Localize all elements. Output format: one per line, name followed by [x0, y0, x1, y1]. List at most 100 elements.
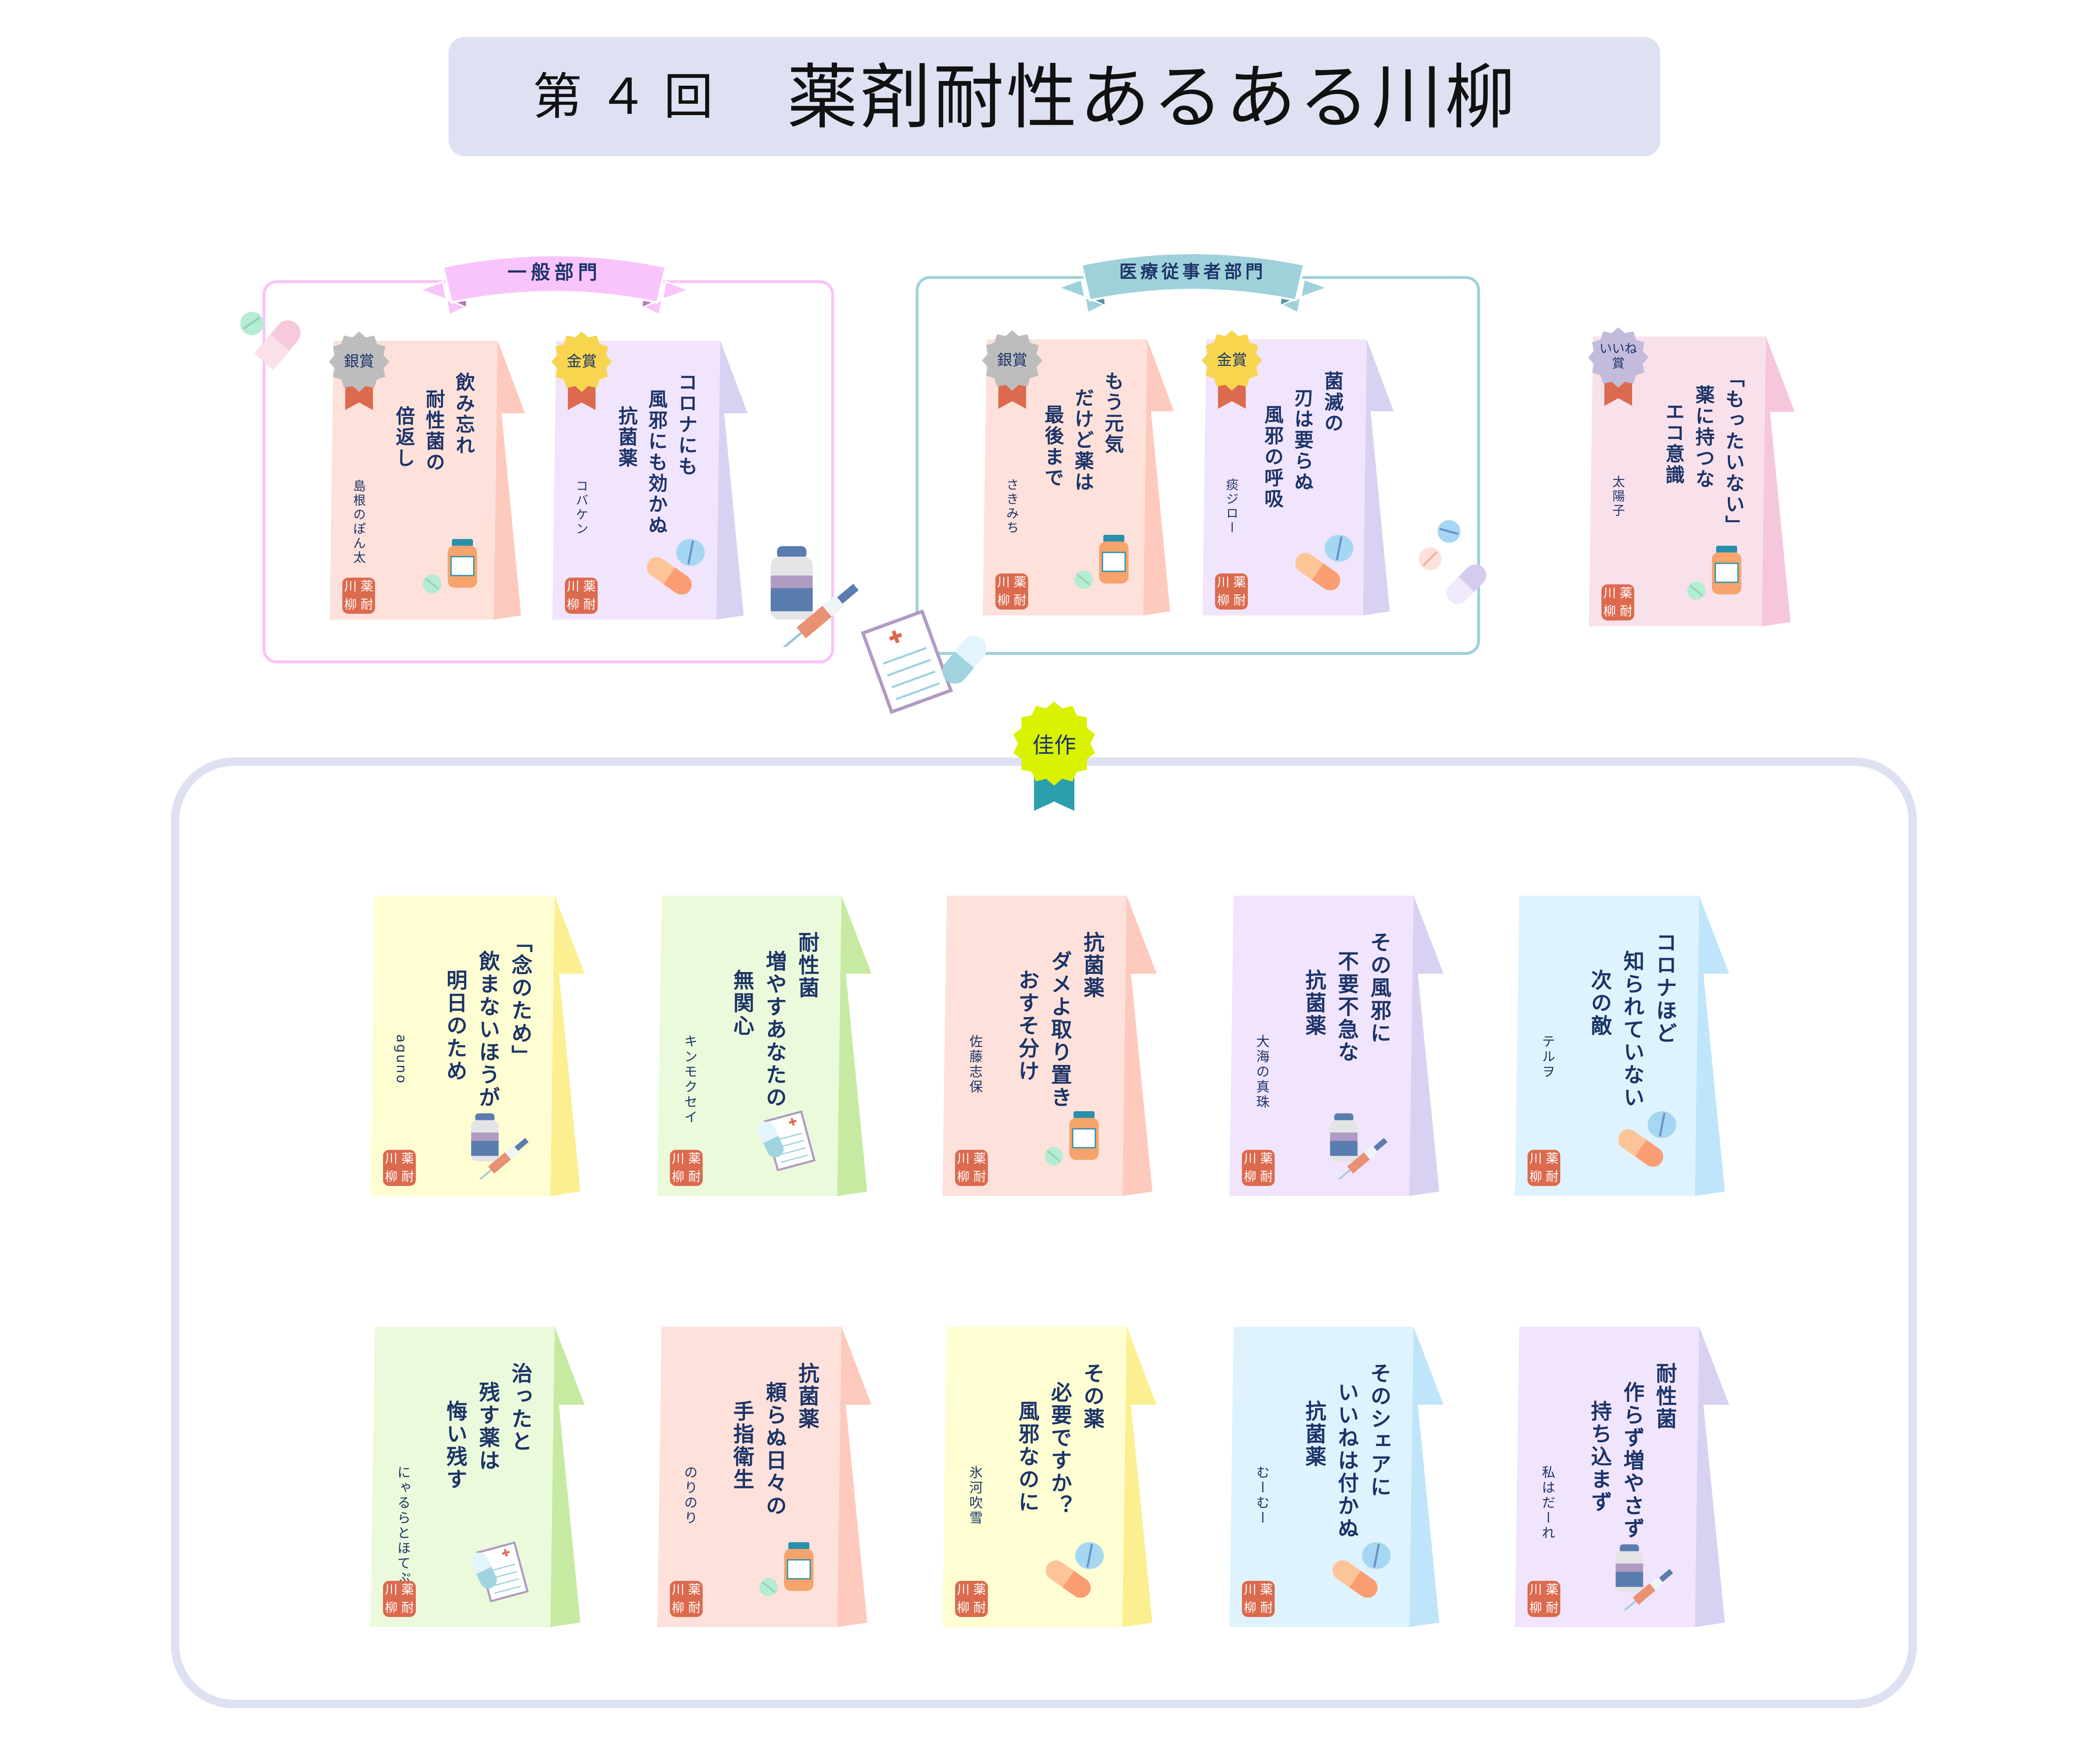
- rosette-icon: [329, 331, 389, 410]
- rosette-icon: [551, 331, 612, 410]
- ribbon-banner-icon: [1058, 252, 1327, 314]
- page-title: 薬剤耐性あるある川柳: [787, 56, 1518, 139]
- honorable-card: 抗菌薬頼らぬ日々の手指衛生のりのり川薬柳耐: [657, 1327, 872, 1627]
- senryu-poem: 抗菌薬頼らぬ日々の手指衛生: [726, 1362, 824, 1517]
- poem-line: 手指衛生: [730, 1400, 754, 1491]
- poem-line: 菌滅の: [1321, 371, 1344, 434]
- senryu-stamp: 川薬柳耐: [955, 1581, 988, 1617]
- stamp-char: 耐: [688, 1169, 701, 1184]
- stamp-char: 柳: [385, 1600, 398, 1615]
- senryu-poem: 菌滅の刃は要らぬ風邪の呼吸: [1257, 371, 1347, 510]
- stamp-char: 柳: [567, 597, 580, 612]
- stamp-char: 耐: [973, 1600, 986, 1615]
- poem-line: 最後まで: [1042, 405, 1065, 489]
- author-name: のりのり: [682, 1465, 698, 1526]
- senryu-stamp: 川薬柳耐: [383, 1150, 416, 1186]
- award-medal-label: 銀賞: [344, 353, 374, 370]
- rosette-icon: [1013, 702, 1095, 811]
- poem-line: 明日のため: [443, 969, 467, 1083]
- orange-bottle-icon: [1682, 542, 1745, 607]
- stamp-char: 薬: [401, 1151, 414, 1166]
- poem-line: 耐性菌: [795, 931, 819, 999]
- award-card-like: 「もったいない」薬に持つなエコ意識太陽子川薬柳耐: [1589, 337, 1795, 626]
- poem-line: 残す薬は: [475, 1381, 500, 1472]
- ribbon-banner-icon: [420, 254, 689, 316]
- stamp-char: 耐: [1260, 1169, 1273, 1184]
- senryu-poem: 耐性菌作らず増やさず持ち込まず: [1583, 1362, 1681, 1540]
- poem-line: 治ったと: [508, 1362, 533, 1453]
- contest-round: 第４回: [533, 68, 730, 126]
- senryu-stamp: 川薬柳耐: [342, 578, 375, 614]
- poem-line: 次の敵: [1588, 969, 1612, 1037]
- honorable-card: その風邪に不要不急な抗菌薬大海の真珠川薬柳耐: [1229, 896, 1444, 1196]
- author-name: コバケン: [573, 479, 588, 536]
- stamp-char: 川: [1529, 1151, 1542, 1166]
- peach-tablet-icon: [1418, 546, 1443, 573]
- author-name: 大海の真珠: [1254, 1034, 1270, 1110]
- stamp-char: 耐: [401, 1169, 414, 1184]
- orange-bottle-icon: [754, 1539, 817, 1604]
- stamp-char: 柳: [1244, 1600, 1257, 1615]
- stamp-char: 耐: [1546, 1600, 1559, 1615]
- honorable-mention-label: 佳作: [1032, 733, 1076, 758]
- stamp-char: 川: [1244, 1151, 1257, 1166]
- stamp-char: 薬: [688, 1582, 701, 1597]
- senryu-stamp: 川薬柳耐: [995, 573, 1028, 610]
- senryu-stamp: 川薬柳耐: [1215, 573, 1248, 610]
- rosette-icon: [982, 330, 1042, 409]
- poem-line: 持ち込まず: [1588, 1400, 1612, 1514]
- poem-line: ダメよ取り置き: [1047, 950, 1072, 1109]
- senryu-poem: 「念のため」飲まないほうが明日のため: [439, 931, 537, 1109]
- stamp-char: 薬: [1620, 586, 1633, 601]
- stamp-char: 柳: [344, 597, 357, 612]
- stamp-char: 川: [957, 1582, 970, 1597]
- stamp-char: 柳: [672, 1600, 685, 1615]
- stamp-char: 川: [1244, 1582, 1257, 1597]
- poem-line: だけど薬は: [1071, 388, 1095, 493]
- poem-line: 必要ですか？: [1047, 1381, 1072, 1517]
- stamp-char: 薬: [1260, 1151, 1273, 1166]
- prescription-icon: [467, 1539, 530, 1604]
- senryu-stamp: 川薬柳耐: [1242, 1150, 1275, 1186]
- author-name: 痰ジロー: [1223, 478, 1238, 535]
- poem-line: いいねは付かぬ: [1334, 1381, 1359, 1540]
- stamp-char: 薬: [1233, 575, 1246, 590]
- honorable-card: 耐性菌作らず増やさず持ち込まず私はだーれ川薬柳耐: [1515, 1327, 1729, 1627]
- senryu-stamp: 川薬柳耐: [670, 1581, 703, 1617]
- poem-line: 増やすあなたの: [762, 950, 787, 1109]
- senryu-stamp: 川薬柳耐: [670, 1150, 703, 1186]
- poem-line: 風邪にも効かぬ: [645, 389, 668, 536]
- poem-line: 刃は要らぬ: [1291, 388, 1314, 493]
- award-card-general: 飲み忘れ耐性菌の倍返し島根のぽん太川薬柳耐: [330, 341, 525, 620]
- honorable-mention-section: [171, 757, 1917, 1708]
- senryu-poem: 「もったいない」薬に持つなエコ意識: [1659, 368, 1748, 536]
- stamp-char: 柳: [957, 1169, 970, 1184]
- stamp-char: 薬: [1013, 575, 1026, 590]
- senryu-stamp: 川薬柳耐: [1528, 1581, 1560, 1617]
- author-name: 私はだーれ: [1540, 1465, 1556, 1541]
- senryu-stamp: 川薬柳耐: [383, 1581, 416, 1617]
- teal-capsule-icon: [933, 628, 995, 693]
- rosette-icon: [1588, 327, 1648, 406]
- poem-line: 飲み忘れ: [453, 372, 475, 456]
- stamp-char: 薬: [973, 1582, 986, 1597]
- stamp-char: 薬: [688, 1151, 701, 1166]
- stamp-char: 耐: [1620, 604, 1633, 619]
- stamp-char: 耐: [1546, 1169, 1559, 1184]
- award-medal: 金賞: [1200, 329, 1263, 413]
- award-medal-label: 金賞: [1216, 352, 1247, 369]
- stamp-char: 耐: [401, 1600, 414, 1615]
- stamp-char: 薬: [1546, 1151, 1559, 1166]
- senryu-poem: 治ったと残す薬は悔い残す: [439, 1362, 537, 1491]
- stamp-char: 耐: [1013, 593, 1026, 608]
- page-header: 第４回 薬剤耐性あるある川柳: [449, 37, 1660, 156]
- medicine-bag-shape: [1229, 896, 1444, 1196]
- award-card-medical: もう元気だけど薬は最後までさきみち川薬柳耐: [983, 339, 1174, 615]
- honorable-card: コロナほど知られていない次の敵テルヲ川薬柳耐: [1515, 896, 1729, 1196]
- stamp-char: 柳: [672, 1169, 685, 1184]
- stamp-char: 柳: [1603, 604, 1616, 619]
- medicine-bag-shape: [1515, 1327, 1729, 1627]
- senryu-poem: その薬必要ですか？風邪なのに: [1011, 1362, 1109, 1517]
- poem-line: その薬: [1080, 1362, 1105, 1430]
- award-medal: 金賞: [550, 330, 613, 414]
